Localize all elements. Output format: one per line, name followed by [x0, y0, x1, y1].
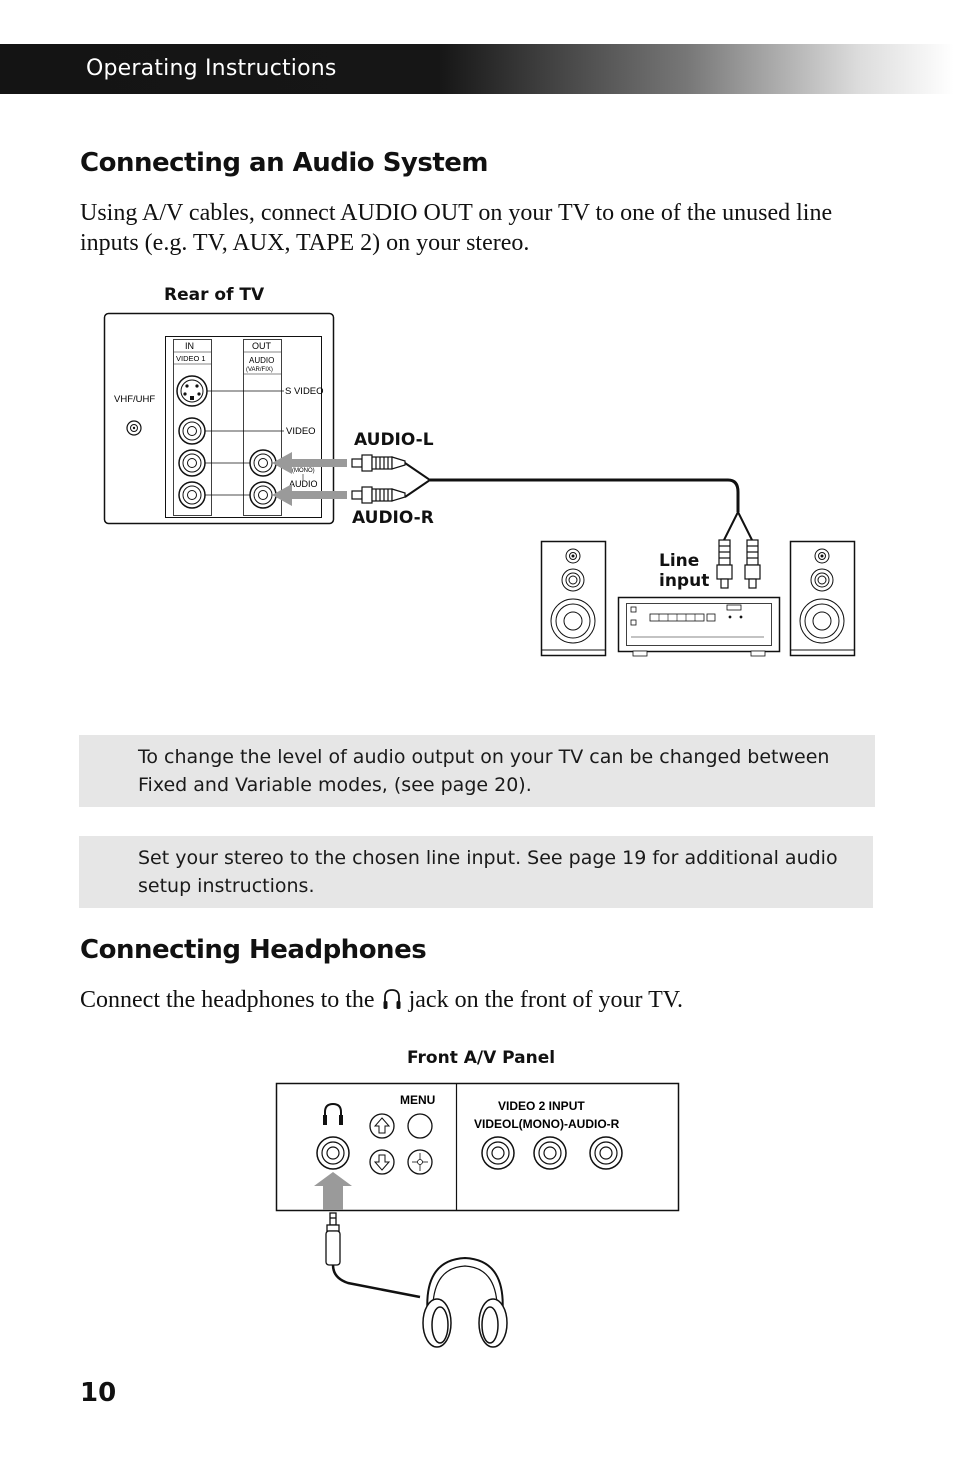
power-button	[407, 1149, 433, 1175]
arrow-audio-r	[272, 484, 347, 506]
video2-video-jack	[481, 1136, 515, 1170]
speaker-right	[789, 540, 856, 657]
channel-down-button	[369, 1149, 395, 1175]
stereo-plug-l	[716, 539, 733, 589]
audio-label: AUDIO	[289, 479, 318, 489]
front-av-panel-label: Front A/V Panel	[407, 1048, 556, 1068]
page-number: 10	[80, 1378, 117, 1408]
audio-l-label: AUDIO-L	[354, 430, 434, 450]
video1-label: VIDEO 1	[176, 354, 206, 363]
headphone-jack	[316, 1136, 350, 1170]
section-title-audio-system: Connecting an Audio System	[80, 148, 489, 178]
header-title: Operating Instructions	[86, 56, 337, 81]
audio-out-label: AUDIO	[249, 356, 274, 365]
note-box-1: To change the level of audio output on y…	[79, 735, 875, 807]
headphones-connection-diagram: MENU VIDEO 2 INPUT VIDEOL(MONO)-AUDIO-R	[275, 1082, 680, 1348]
in-audio-l-jack	[178, 449, 206, 477]
line-input-line1: Line	[659, 551, 700, 571]
video2-audio-r-jack	[589, 1136, 623, 1170]
in-label: IN	[185, 341, 194, 351]
out-label: OUT	[252, 341, 272, 351]
headphones	[422, 1256, 508, 1348]
channel-up-button	[369, 1113, 395, 1139]
section-title-headphones: Connecting Headphones	[80, 935, 427, 965]
s-video-label: S VIDEO	[285, 386, 324, 397]
in-audio-r-jack	[178, 481, 206, 509]
mono-label: (MONO)	[292, 468, 315, 474]
headphones-text-after: jack on the front of your TV.	[408, 987, 683, 1013]
stereo-plug-r	[744, 539, 761, 589]
stereo-receiver	[617, 596, 781, 657]
note-box-2: Set your stereo to the chosen line input…	[79, 836, 873, 908]
rca-plug-r	[351, 486, 406, 504]
speaker-left	[540, 540, 607, 657]
out-column	[243, 339, 282, 516]
menu-button	[407, 1113, 433, 1139]
video-label: VIDEO	[286, 426, 316, 437]
in-column	[173, 339, 212, 516]
section-body-audio-system: Using A/V cables, connect AUDIO OUT on y…	[80, 200, 833, 256]
headphones-icon	[381, 987, 403, 1011]
line-input-line2: input	[659, 571, 710, 591]
menu-label: MENU	[400, 1093, 435, 1107]
in-video-jack	[178, 417, 206, 445]
audio-r-label: AUDIO-R	[352, 508, 434, 528]
headphone-plug	[325, 1212, 341, 1266]
arrow-headphone	[314, 1172, 352, 1210]
panel-headphones-icon	[323, 1102, 343, 1125]
audio-cable	[430, 478, 740, 512]
note-text-2: Set your stereo to the chosen line input…	[138, 847, 838, 897]
video2-jacks-label: VIDEOL(MONO)-AUDIO-R	[474, 1117, 620, 1131]
var-fix-label: (VAR/FIX)	[246, 367, 273, 373]
rca-plug-l	[351, 454, 406, 472]
video2-input-label: VIDEO 2 INPUT	[498, 1099, 585, 1113]
line-input-label: Line input	[659, 551, 709, 591]
headphone-cord	[331, 1264, 421, 1299]
section-body-headphones: Connect the headphones to the jack on th…	[80, 985, 683, 1015]
headphones-text-before: Connect the headphones to the	[80, 987, 375, 1013]
rear-of-tv-label: Rear of TV	[164, 285, 265, 305]
audio-connection-diagram: IN OUT VIDEO 1 AUDIO (VAR/FIX) VHF/UHF S…	[103, 312, 856, 657]
header-bar	[0, 44, 954, 94]
video2-audio-l-jack	[533, 1136, 567, 1170]
vhf-uhf-label: VHF/UHF	[114, 394, 155, 405]
arrow-audio-l	[272, 452, 347, 474]
note-text-1: To change the level of audio output on y…	[138, 746, 830, 796]
